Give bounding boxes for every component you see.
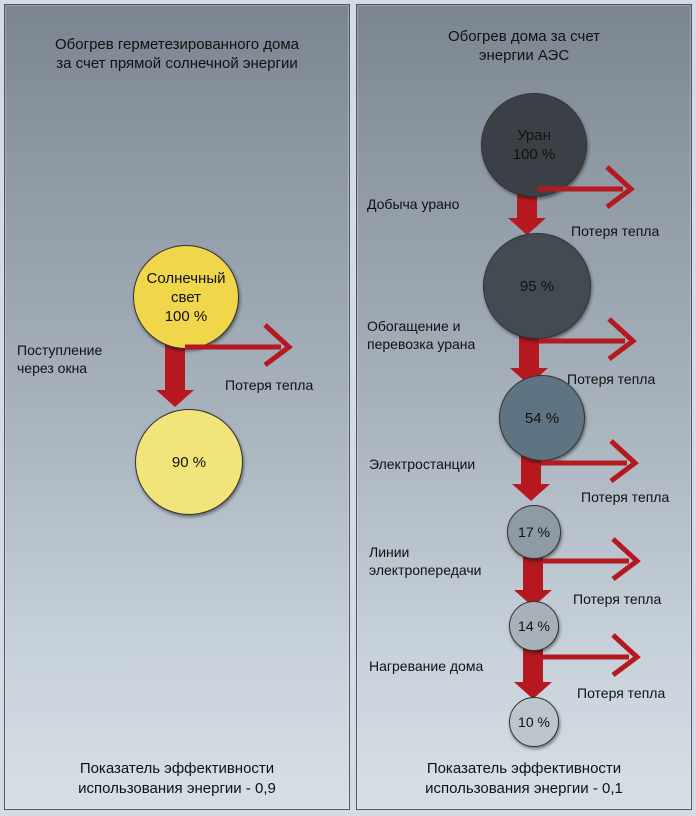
heat-loss-arrow-5: [543, 633, 641, 677]
heat-loss-label-5: Потеря тепла: [577, 685, 666, 701]
nuclear-footer-line-1: Показатель эффективности: [426, 760, 622, 777]
sunlight-label-line-1: Солнечный: [146, 269, 226, 287]
heat-loss-label-2: Потеря тепла: [567, 371, 656, 387]
solar-footer-line-1: Показатель эффективности: [79, 760, 275, 777]
stage-10-percent: 10 %: [518, 713, 550, 730]
uranium-label: Уран: [517, 127, 551, 144]
heat-loss-arrow-2: [539, 317, 637, 361]
heat-loss-label-3: Потеря тепла: [581, 489, 670, 505]
step-label-mining: Добыча урано: [367, 195, 459, 213]
solar-heat-loss-label: Потеря тепла: [225, 377, 314, 393]
heat-loss-arrow-3: [541, 439, 639, 483]
nuclear-title-line-1: Обогрев дома за счет: [447, 28, 601, 45]
stage-95-circle: 95 %: [483, 233, 591, 339]
step-label-power-plants: Электростанции: [369, 455, 475, 473]
nuclear-panel: Обогрев дома за счет энергии АЭС Уран 10…: [356, 4, 692, 810]
solar-panel: Обогрев герметезированного дома за счет …: [4, 4, 350, 810]
window-intake-label: Поступление через окна: [17, 341, 102, 377]
heat-loss-arrow-4: [543, 537, 641, 581]
stage-95-percent: 95 %: [519, 277, 555, 295]
stage-14-percent: 14 %: [518, 617, 550, 634]
nuclear-title-line-2: энергии АЭС: [478, 47, 570, 64]
uranium-circle: Уран 100 %: [481, 93, 587, 197]
step-enrichment-line-1: Обогащение и: [367, 318, 461, 334]
solar-efficiency-footer: Показатель эффективности использования э…: [5, 759, 349, 799]
step-power-lines-line-2: электропередачи: [369, 562, 482, 578]
heat-loss-label-4: Потеря тепла: [573, 591, 662, 607]
solar-title-line-2: за счет прямой солнечной энергии: [56, 55, 298, 72]
sunlight-label-line-2: свет: [170, 288, 201, 306]
step-mining-line-1: Добыча урано: [367, 196, 460, 212]
step-house-heating-line-1: Нагревание дома: [369, 658, 484, 674]
solar-title-line-1: Обогрев герметезированного дома: [55, 36, 299, 53]
heat-loss-arrow-1: [537, 165, 635, 209]
heat-loss-label-1: Потеря тепла: [571, 223, 660, 239]
window-intake-line-1: Поступление: [17, 342, 103, 358]
solar-heat-loss-arrow: [185, 323, 293, 367]
sunlight-circle: Солнечный свет 100 %: [133, 245, 239, 349]
stage-14-circle: 14 %: [509, 601, 559, 651]
step-power-plants-line-1: Электростанции: [369, 456, 476, 472]
uranium-percent: 100 %: [512, 146, 556, 163]
stage-54-percent: 54 %: [524, 409, 560, 427]
step-power-lines-line-1: Линии: [369, 544, 410, 560]
step-label-house-heating: Нагревание дома: [369, 657, 483, 675]
nuclear-title: Обогрев дома за счет энергии АЭС: [357, 27, 691, 65]
solar-footer-line-2: использования энергии - 0,9: [78, 780, 276, 797]
nuclear-efficiency-footer: Показатель эффективности использования э…: [357, 759, 691, 799]
step-label-enrichment: Обогащение и перевозка урана: [367, 317, 475, 353]
nuclear-flow-arrow-5: [514, 643, 552, 699]
sunlight-percent: 100 %: [164, 307, 208, 325]
stage-17-circle: 17 %: [507, 505, 561, 559]
stage-17-percent: 17 %: [518, 523, 550, 540]
step-enrichment-line-2: перевозка урана: [367, 336, 476, 352]
stage-10-circle: 10 %: [509, 697, 559, 747]
stage-54-circle: 54 %: [499, 375, 585, 461]
result-90-circle: 90 %: [135, 409, 243, 515]
solar-title: Обогрев герметезированного дома за счет …: [5, 35, 349, 73]
result-90-percent: 90 %: [171, 453, 207, 471]
nuclear-footer-line-2: использования энергии - 0,1: [425, 780, 623, 797]
window-intake-line-2: через окна: [17, 360, 88, 376]
step-label-power-lines: Линии электропередачи: [369, 543, 481, 579]
